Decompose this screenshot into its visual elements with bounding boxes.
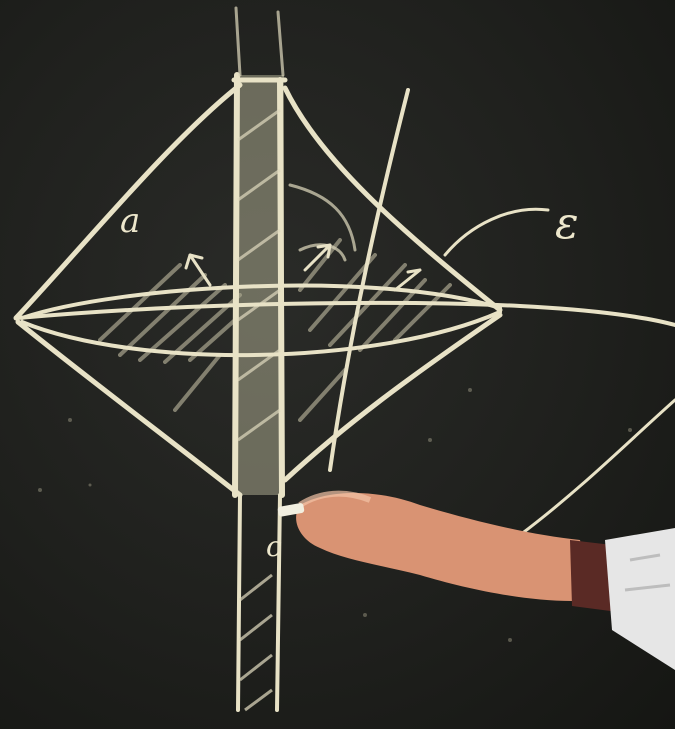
- arc-lines: [290, 185, 355, 260]
- shirt-sleeve: [605, 528, 675, 670]
- presenter-arm: [277, 493, 675, 670]
- right-diagonal-line: [520, 400, 675, 535]
- ellipse-disk: [18, 286, 675, 356]
- label-c: c: [266, 530, 282, 563]
- vertical-band: [234, 8, 285, 710]
- label-a: a: [120, 201, 140, 241]
- label-epsilon: ε: [555, 198, 579, 249]
- epsilon-pointer: [445, 209, 548, 255]
- curved-surface-line: [330, 90, 408, 470]
